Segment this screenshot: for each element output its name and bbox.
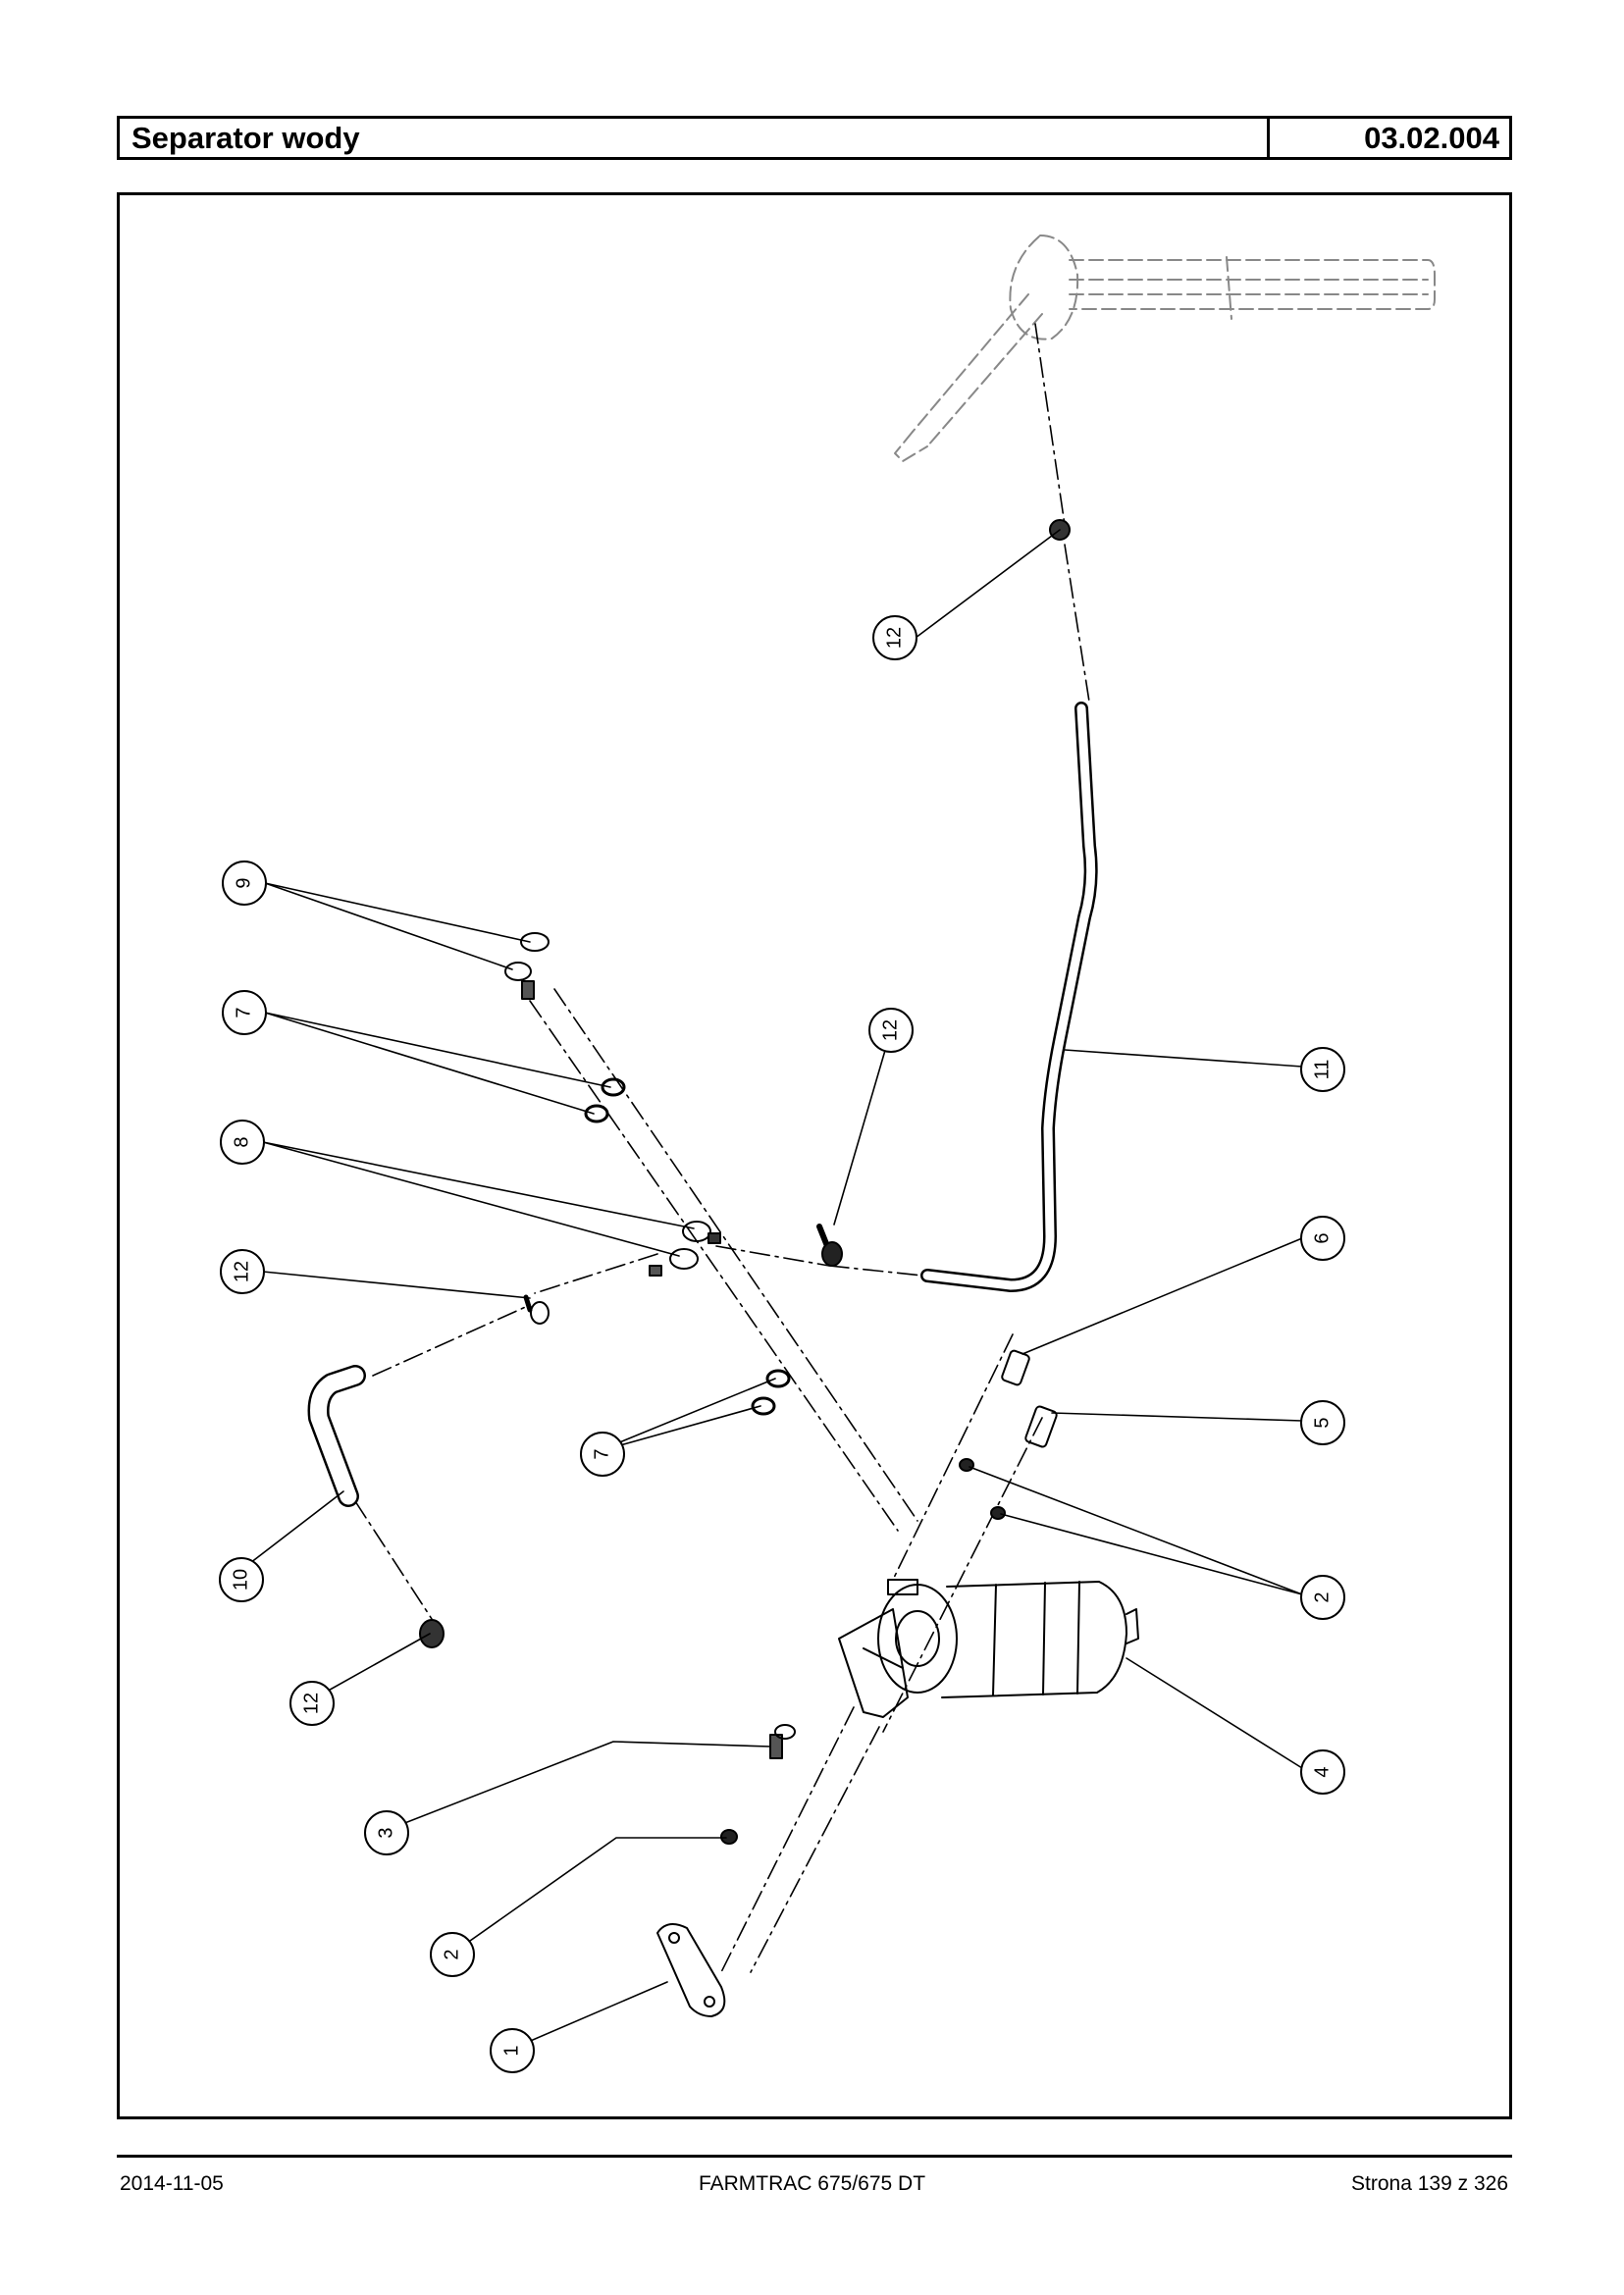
svg-text:2: 2: [441, 1949, 462, 1959]
footer-divider: [117, 2155, 1512, 2158]
svg-text:12: 12: [231, 1261, 252, 1282]
svg-text:3: 3: [375, 1827, 396, 1838]
callout-12-bottom: 12: [289, 1681, 335, 1726]
part-6-bolt: [1001, 1349, 1030, 1386]
page-header: Separator wody 03.02.004: [117, 116, 1512, 160]
callout-3: 3: [364, 1810, 409, 1855]
callout-12-mid-left: 12: [220, 1249, 265, 1294]
part-12-bottom-clamp: [419, 1619, 445, 1648]
part-7-upper-washers: [584, 1077, 626, 1123]
part-10-elbow-hose: [307, 1365, 366, 1507]
part-8-banjo-fittings: [649, 1221, 721, 1277]
svg-text:1: 1: [500, 2045, 522, 2056]
part-12-mid-clamp: [816, 1224, 843, 1267]
callout-2-left: 2: [430, 1932, 475, 1977]
engine-ghost-outline: [894, 235, 1436, 462]
callout-12-top: 12: [872, 615, 917, 660]
part-9-banjo-bolts: [504, 932, 550, 1000]
svg-text:11: 11: [1311, 1060, 1333, 1080]
callout-5: 5: [1300, 1400, 1345, 1445]
part-2-nuts-right: [959, 1458, 1006, 1520]
part-11-hose: [920, 702, 1098, 1292]
callout-11: 11: [1300, 1047, 1345, 1092]
svg-text:5: 5: [1311, 1417, 1333, 1428]
part-1-bracket: [656, 1923, 726, 2017]
section-code: 03.02.004: [1364, 120, 1499, 155]
callout-bubbles: 12 9 7 8 12 12 11 6 5 7 10 2 12 4 3 2 1: [219, 615, 1345, 2073]
svg-text:12: 12: [883, 627, 905, 649]
part-7-lower-washers: [751, 1369, 791, 1416]
callout-7-upper: 7: [222, 990, 267, 1035]
callout-7-lower: 7: [580, 1432, 625, 1477]
part-4-separator-filter: [838, 1579, 1139, 1718]
svg-text:10: 10: [230, 1569, 251, 1591]
svg-text:7: 7: [233, 1007, 254, 1017]
callout-6: 6: [1300, 1216, 1345, 1261]
svg-text:12: 12: [300, 1693, 322, 1714]
page-title: Separator wody: [120, 119, 1270, 157]
svg-text:2: 2: [1311, 1591, 1333, 1602]
callout-9: 9: [222, 861, 267, 906]
part-12-mid-left-clamp: [523, 1294, 550, 1325]
callout-4: 4: [1300, 1749, 1345, 1795]
svg-text:12: 12: [879, 1019, 901, 1041]
svg-text:8: 8: [231, 1136, 252, 1147]
part-3-bolt: [769, 1724, 796, 1759]
diagram-frame: [117, 192, 1512, 2119]
part-5-bolt: [1024, 1405, 1058, 1448]
part-2-nut-left: [720, 1829, 738, 1845]
callout-12-mid: 12: [868, 1008, 914, 1053]
callout-2-right: 2: [1300, 1575, 1345, 1620]
leader-lines: [236, 529, 1303, 2050]
svg-text:4: 4: [1311, 1766, 1333, 1777]
callout-8: 8: [220, 1120, 265, 1165]
svg-text:9: 9: [233, 877, 254, 888]
assembly-centerlines: [354, 323, 1090, 1973]
callout-1: 1: [490, 2028, 535, 2073]
svg-text:7: 7: [591, 1448, 612, 1459]
footer-model: FARMTRAC 675/675 DT: [698, 2172, 926, 2195]
callout-10: 10: [219, 1557, 264, 1602]
svg-text:6: 6: [1311, 1232, 1333, 1243]
footer-date: 2014-11-05: [120, 2172, 224, 2195]
footer-page-number: Strona 139 z 326: [1351, 2172, 1508, 2195]
